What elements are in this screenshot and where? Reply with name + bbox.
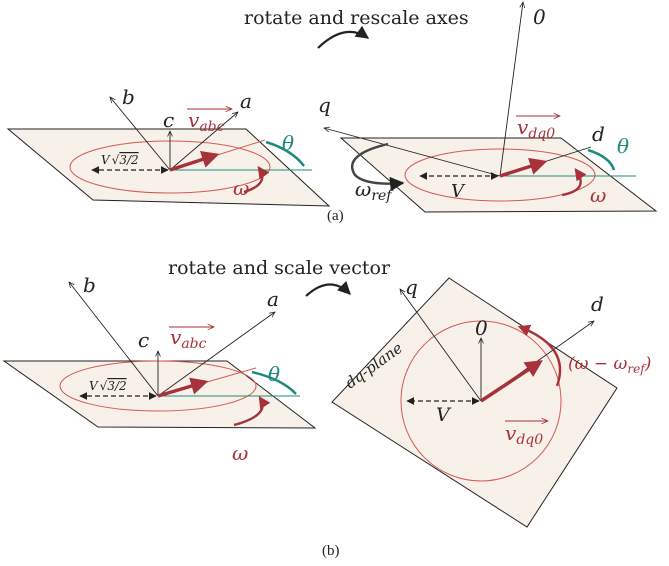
panel-b-label-theta: θ <box>268 362 280 386</box>
panel-b-label-a: a <box>267 287 279 311</box>
panel-b-axis-q <box>400 289 482 402</box>
panel-a-label-omega-ref: ωref <box>355 177 394 204</box>
panel-b-axis-b <box>69 282 159 397</box>
panel-a-omega-arrow <box>243 166 270 194</box>
panel-b-label-c: c <box>138 328 149 352</box>
panel-b-label-q: q <box>405 275 418 299</box>
panel-a-label-d: d <box>592 122 605 146</box>
panel-b-theta-arc <box>251 370 297 395</box>
panel-a-label-omega-dq: ω <box>590 183 606 207</box>
panel-a-label-a: a <box>240 89 252 113</box>
panel-a-label-magnitude-abc: V√3/2 <box>101 153 139 167</box>
panel-a-label-theta-dq: θ <box>617 134 629 158</box>
panel-a-vector-dq0 <box>499 157 548 178</box>
panel-a-action-arrow <box>317 25 370 49</box>
panel-b-vector-dq0 <box>480 360 543 403</box>
panel-b-axis-a <box>157 312 275 397</box>
panel-a-axis-q <box>324 128 501 177</box>
panel-b-label-b: b <box>83 273 96 297</box>
panel-a-label-b: b <box>122 85 135 109</box>
panel-a-label-q: q <box>318 93 331 117</box>
panel-b-caption: (b) <box>322 543 340 559</box>
panel-b-action-text: rotate and scale vector <box>168 257 391 279</box>
panel-b: rotate and scale vector a b c vabc θ ω V… <box>2 257 651 559</box>
panel-b-action-arrow <box>305 280 351 297</box>
panel-b-label-0: 0 <box>475 316 488 340</box>
panel-a-label-0: 0 <box>533 5 546 29</box>
panel-b-dq-orbit <box>400 320 562 482</box>
panel-b-rate-arrow <box>517 324 562 387</box>
panel-a-caption: (a) <box>327 208 344 224</box>
panel-b-label-d: d <box>591 292 604 316</box>
panel-b-vector-abc <box>157 377 209 398</box>
panel-a-dq-orbit <box>404 148 596 202</box>
panel-a-axis-0 <box>499 2 523 177</box>
panel-a-theta-arc <box>265 140 305 167</box>
panel-b-omega-arrow <box>233 395 271 427</box>
panel-b-label-magnitude-dq: V <box>436 404 452 426</box>
panel-a-dq-theta-arc <box>587 148 616 171</box>
panel-a-label-c: c <box>163 108 174 132</box>
panel-b-label-magnitude-abc: V√3/2 <box>89 379 127 393</box>
panel-a-label-vdq0: vdq0 <box>517 115 555 142</box>
panel-b-label-vabc: vabc <box>170 325 207 352</box>
panel-b-label-rate: (ω − ωref) <box>568 354 651 376</box>
panel-a: rotate and rescale axes a b c vabc θ ω V… <box>6 2 658 224</box>
panel-b-label-omega: ω <box>232 441 248 465</box>
panel-a-dq-omega-arrow <box>561 168 587 197</box>
panel-a-vector-abc <box>169 151 220 172</box>
panel-a-axis-b <box>110 97 171 171</box>
panel-a-label-vabc: vabc <box>188 108 225 135</box>
panel-a-label-omega: ω <box>233 176 249 200</box>
panel-b-label-vdq0: vdq0 <box>505 421 543 448</box>
panel-a-omega-ref-arrow <box>350 142 405 192</box>
panel-a-action-text: rotate and rescale axes <box>244 7 469 29</box>
panel-a-label-theta: θ <box>282 131 294 155</box>
panel-a-label-magnitude-dq: V <box>451 181 466 202</box>
panel-a-axis-a <box>169 112 238 171</box>
